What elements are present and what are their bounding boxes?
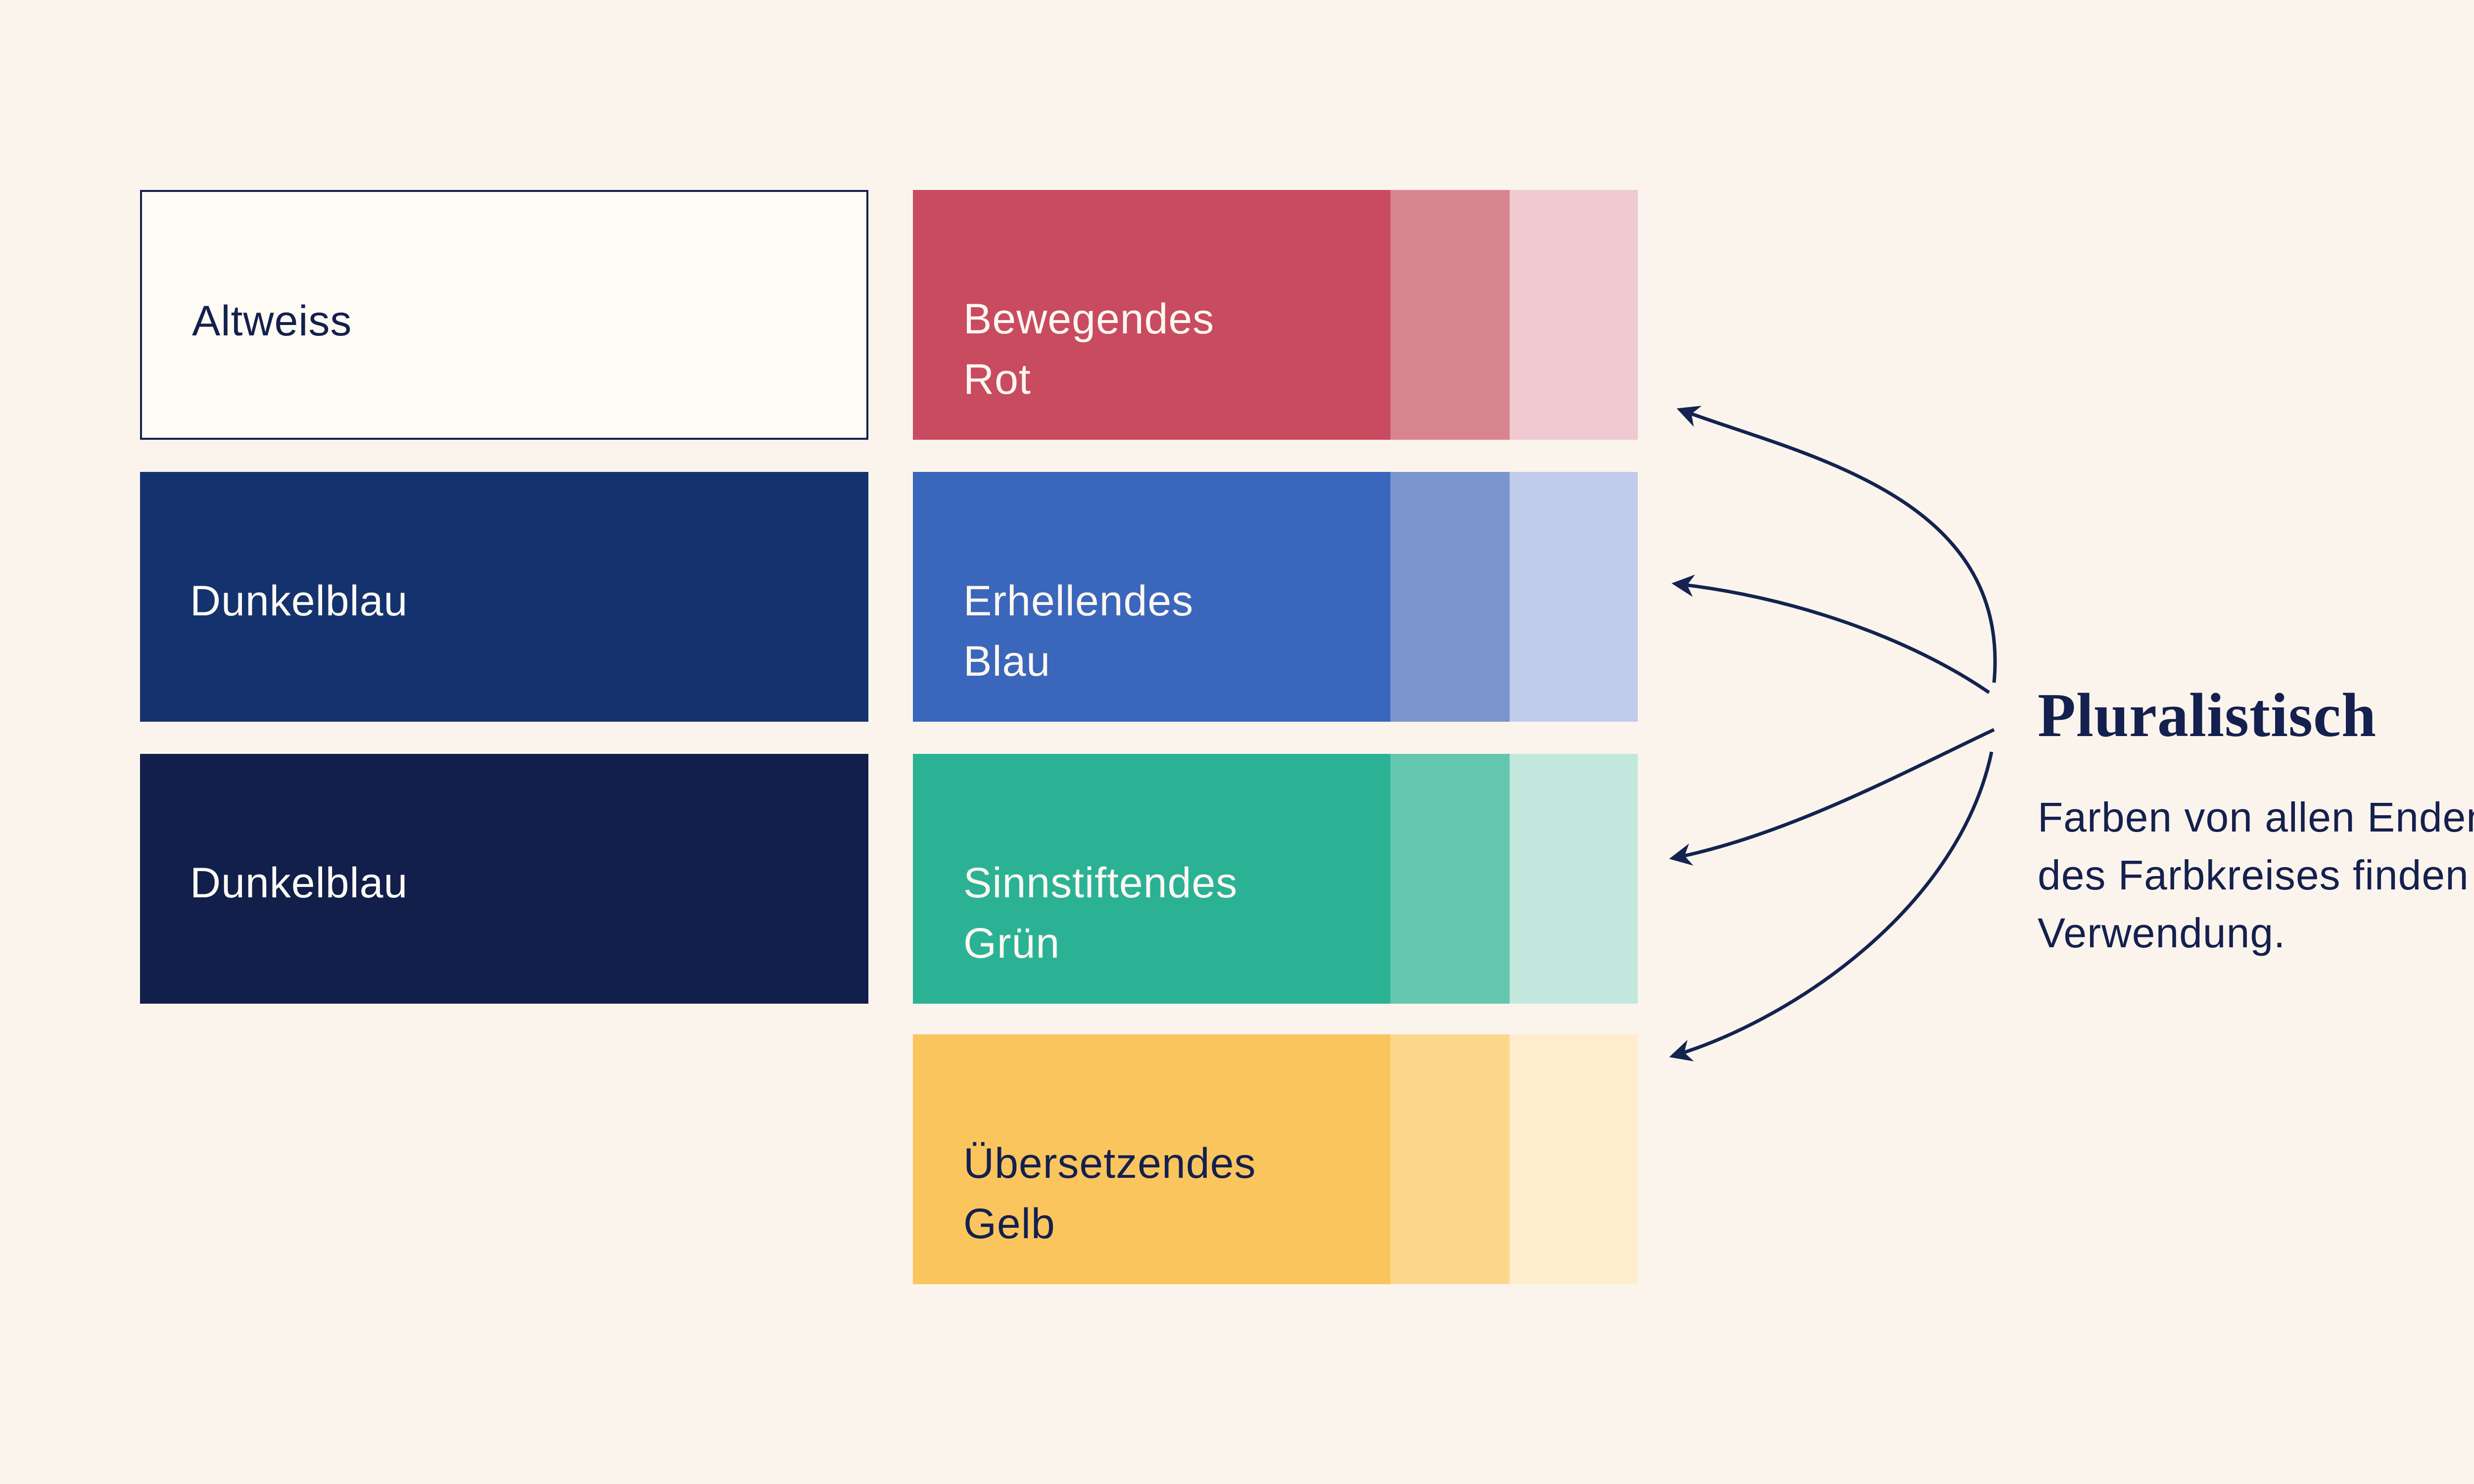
bar-uebersetzendes-gelb: Übersetzendes Gelb — [913, 1034, 1638, 1284]
shade-gruen-30 — [1509, 754, 1638, 1004]
shade-gelb-60 — [1390, 1034, 1510, 1284]
shade-rot-100 — [913, 190, 1391, 440]
shade-gelb-30 — [1509, 1034, 1638, 1284]
curved-arrow-to-gelb — [1669, 751, 1994, 1062]
bar-label-rot: Bewegendes Rot — [963, 295, 1215, 403]
shade-gruen-100 — [913, 754, 1391, 1004]
bar-label-gruen: Sinnstiftendes Grün — [963, 859, 1238, 967]
bar-bewegendes-rot: Bewegendes Rot — [913, 190, 1638, 440]
shade-rot-30 — [1509, 190, 1638, 440]
swatch-label: Altweiss — [192, 297, 352, 345]
shade-blau-30 — [1509, 472, 1638, 722]
bar-sinnstiftendes-gruen: Sinnstiftendes Grün — [913, 754, 1638, 1004]
shade-rot-60 — [1390, 190, 1510, 440]
curved-arrow-to-blau — [1671, 574, 1990, 694]
shade-blau-60 — [1390, 472, 1510, 722]
shade-blau-100 — [913, 472, 1391, 722]
bar-label-blau: Erhellendes Blau — [963, 577, 1194, 685]
swatch-dunkelblau-1: Dunkelblau — [140, 472, 868, 722]
swatch-altweiss: Altweiss — [140, 190, 868, 440]
bar-label-gelb: Übersetzendes Gelb — [963, 1140, 1256, 1248]
swatch-dunkelblau-2: Dunkelblau — [140, 754, 868, 1004]
annotation-title: Pluralistisch — [2038, 681, 2377, 750]
swatch-label: Dunkelblau — [190, 859, 408, 907]
shade-gruen-60 — [1390, 754, 1510, 1004]
curved-arrow-to-gruen — [1669, 728, 1995, 866]
shade-gelb-100 — [913, 1034, 1391, 1284]
bar-erhellendes-blau: Erhellendes Blau — [913, 472, 1638, 722]
swatch-label: Dunkelblau — [190, 577, 408, 625]
annotation-description: Farben von allen Enden des Farbkreises f… — [2038, 794, 2474, 956]
curved-arrow-to-rot — [1676, 406, 1997, 683]
